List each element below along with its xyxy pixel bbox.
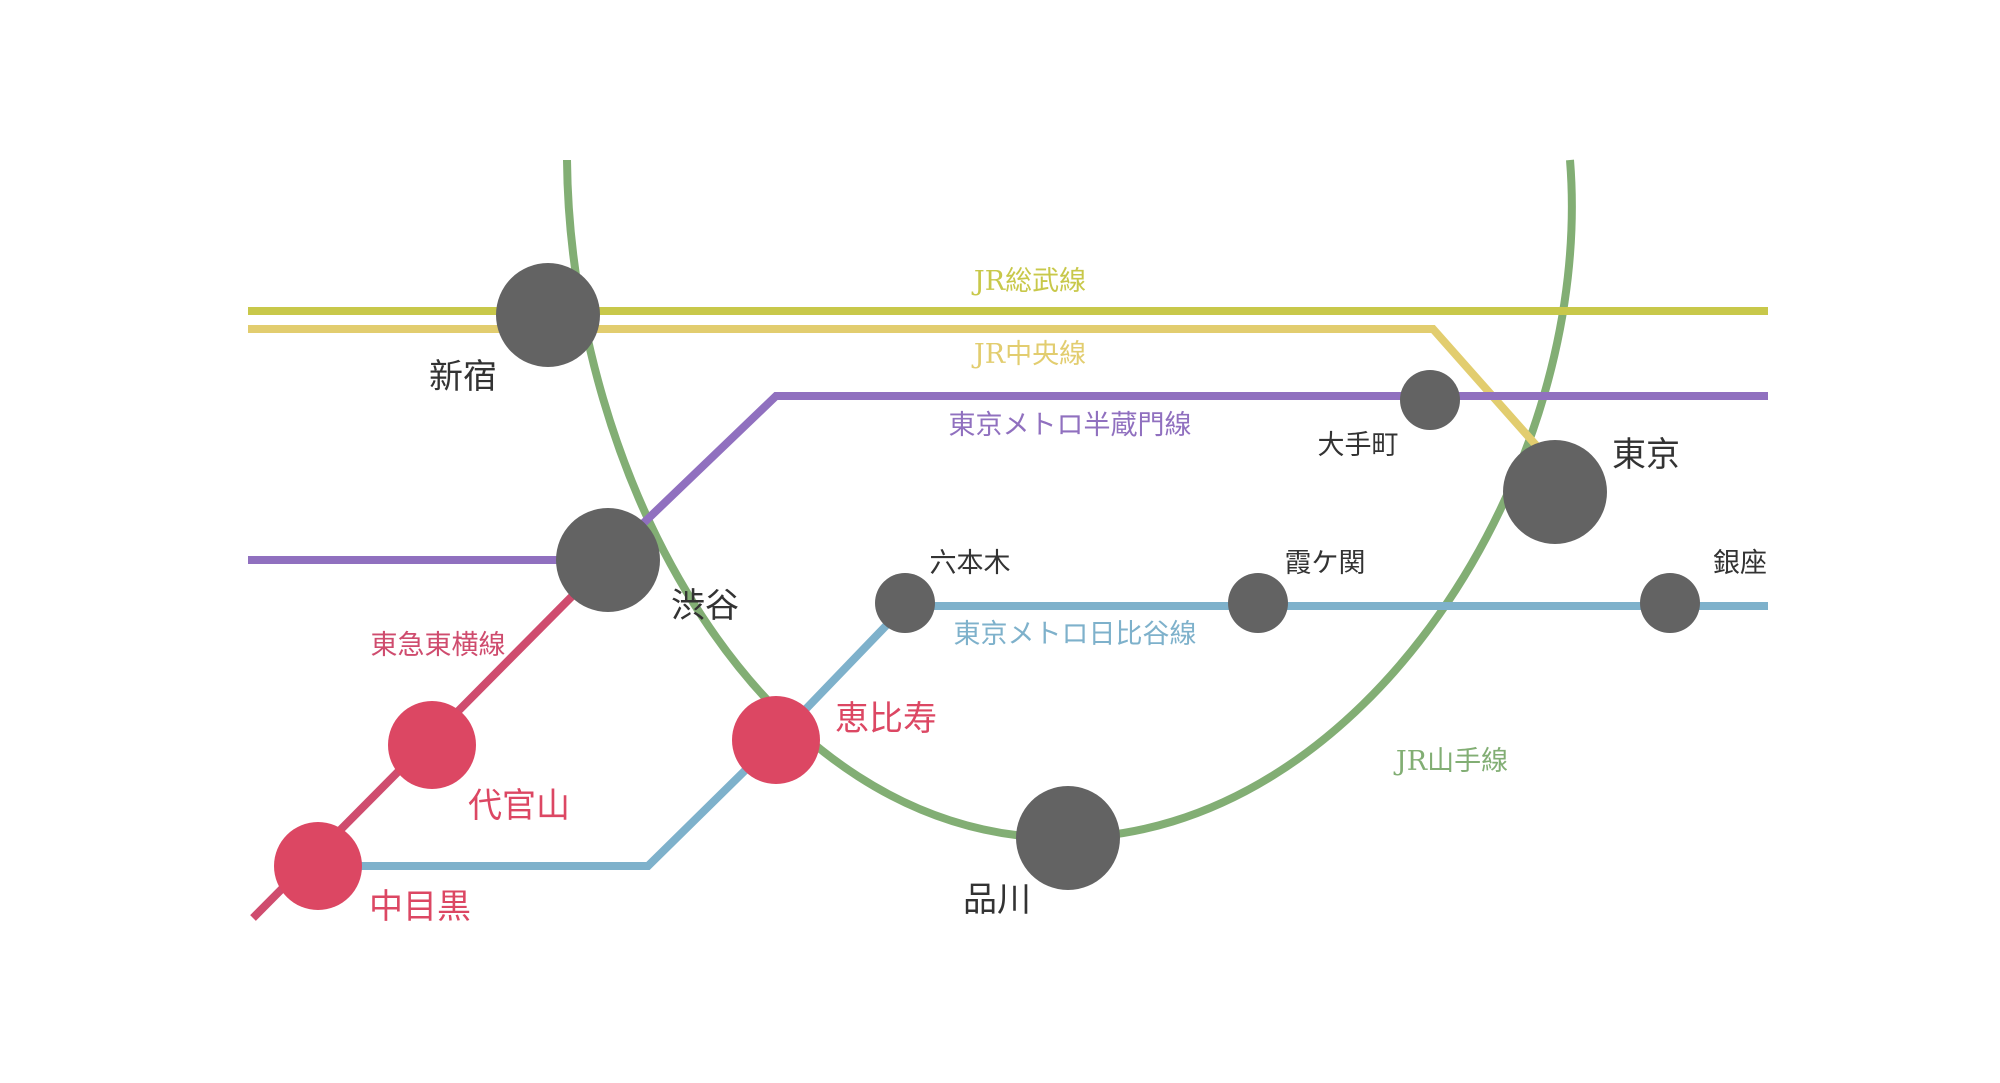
- hanzomon-line: [248, 392, 1768, 564]
- station-ebisu-label[interactable]: 恵比寿: [835, 699, 937, 739]
- station-ebisu-marker[interactable]: [732, 696, 820, 784]
- station-kasumigaseki-marker[interactable]: [1228, 573, 1288, 633]
- station-shinagawa-marker[interactable]: [1016, 786, 1120, 890]
- station-kasumigaseki-label: 霞ケ関: [1285, 548, 1366, 579]
- station-daikanyama-marker[interactable]: [388, 701, 476, 789]
- station-roppongi-label: 六本木: [930, 548, 1011, 579]
- station-shibuya-label: 渋谷: [671, 586, 739, 626]
- station-tokyo-marker[interactable]: [1503, 440, 1607, 544]
- station-roppongi-marker[interactable]: [875, 573, 935, 633]
- hibiya-line-label: 東京メトロ日比谷線: [954, 619, 1197, 650]
- station-nakameguro-label[interactable]: 中目黒: [369, 887, 471, 927]
- station-shinjuku-marker[interactable]: [496, 263, 600, 367]
- yamanote-line-label: JR山手線: [1393, 746, 1508, 777]
- chuo-line-label: JR中央線: [971, 339, 1086, 370]
- chuo-line: [248, 325, 1561, 473]
- station-otemachi-label: 大手町: [1318, 430, 1399, 461]
- sobu-line-label: JR総武線: [971, 266, 1086, 297]
- station-shinagawa-label: 品川: [963, 880, 1031, 920]
- hanzomon-line-label: 東京メトロ半蔵門線: [949, 410, 1192, 441]
- station-nakameguro-marker[interactable]: [274, 822, 362, 910]
- toyoko-line-label: 東急東横線: [371, 630, 506, 661]
- station-ginza-label: 銀座: [1713, 548, 1767, 579]
- station-shibuya-marker[interactable]: [556, 508, 660, 612]
- station-daikanyama-label[interactable]: 代官山: [468, 786, 570, 826]
- station-shinjuku-label: 新宿: [429, 357, 497, 397]
- station-otemachi-marker[interactable]: [1400, 370, 1460, 430]
- station-tokyo-label: 東京: [1612, 435, 1680, 475]
- station-ginza-marker[interactable]: [1640, 573, 1700, 633]
- yamanote-line: [563, 159, 1576, 843]
